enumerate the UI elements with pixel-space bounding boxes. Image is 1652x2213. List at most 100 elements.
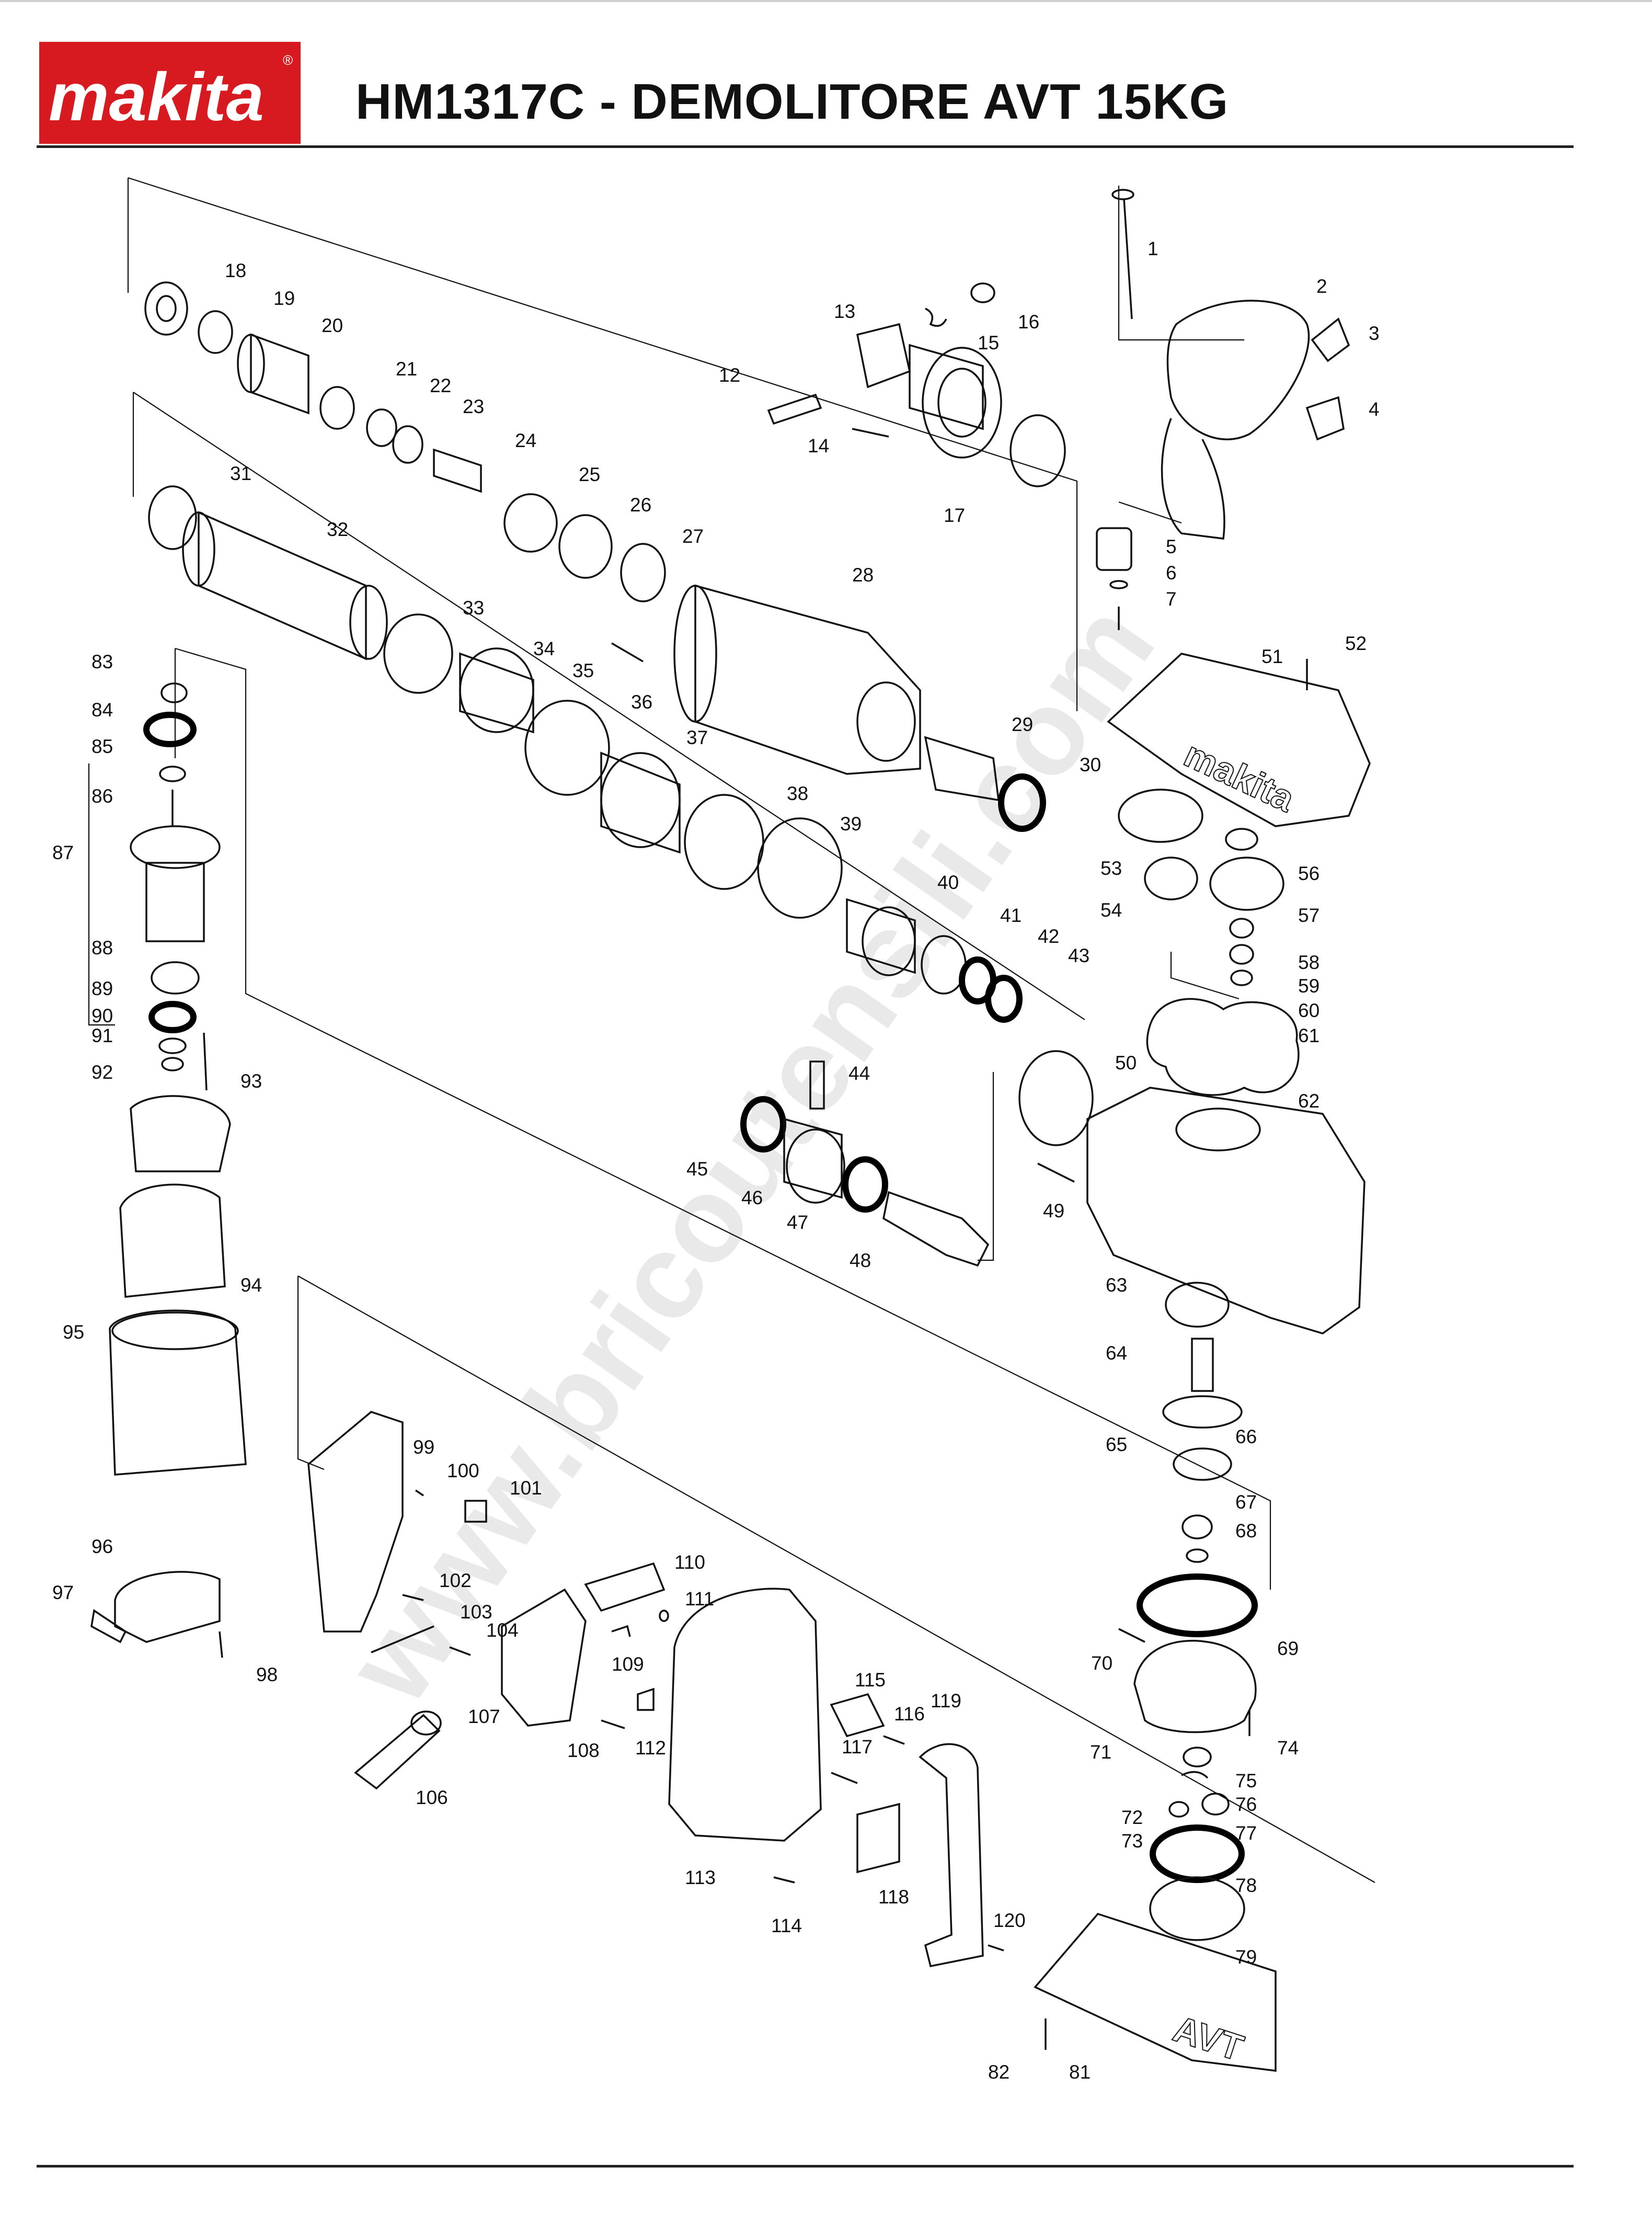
part-label-92: 92	[91, 1062, 113, 1083]
brush-holder-96	[114, 1571, 221, 1643]
piston-46	[783, 1117, 843, 1199]
motor-housing-95	[109, 1309, 247, 1476]
part-label-23: 23	[463, 396, 484, 417]
bearing-64	[1165, 1282, 1230, 1328]
registered-mark: ®	[283, 52, 293, 68]
switch-group	[307, 1411, 669, 1790]
part-label-33: 33	[463, 597, 484, 619]
part-label-5: 5	[1166, 536, 1177, 557]
logo-background	[39, 42, 301, 144]
part-label-114: 114	[771, 1915, 802, 1936]
part-label-35: 35	[572, 660, 594, 681]
part-label-14: 14	[808, 435, 829, 457]
cylinder-40-rim	[862, 906, 916, 976]
part-label-59: 59	[1298, 975, 1320, 997]
washer-56	[1225, 828, 1258, 851]
fan-86	[130, 825, 221, 869]
part-label-46: 46	[741, 1187, 763, 1208]
part-label-57: 57	[1298, 905, 1320, 926]
spring-111	[659, 1610, 669, 1622]
o-ring-17	[1009, 414, 1066, 487]
bearing-89	[148, 1001, 197, 1033]
crankcase-63	[1086, 1087, 1366, 1334]
lock-pin	[767, 393, 822, 425]
part-label-7: 7	[1166, 588, 1177, 610]
part-label-54: 54	[1100, 899, 1122, 921]
small-washer	[1109, 580, 1128, 589]
o-ring-78	[1150, 1824, 1245, 1883]
brush-97	[90, 1609, 127, 1644]
part-label-27: 27	[682, 526, 704, 547]
pin-44	[809, 1060, 825, 1110]
front-flange	[922, 347, 1002, 459]
bearing-67	[1181, 1514, 1213, 1539]
cord-guard-106-ring	[410, 1710, 442, 1736]
ring-31	[148, 485, 197, 550]
washer-60	[1230, 969, 1253, 986]
part-label-6: 6	[1166, 562, 1177, 584]
seal-27	[620, 543, 666, 602]
guide-line-lower-left	[297, 1276, 325, 1470]
striker-24	[433, 448, 482, 493]
guide-line-middle	[133, 392, 1085, 1020]
part-label-21: 21	[396, 358, 417, 380]
bearing-75	[1183, 1747, 1212, 1767]
seal-18-bore	[156, 295, 177, 322]
part-label-70: 70	[1091, 1652, 1112, 1674]
o-ring-45	[740, 1096, 786, 1153]
part-label-109: 109	[612, 1653, 644, 1675]
part-label-53: 53	[1100, 858, 1122, 879]
part-label-111: 111	[685, 1588, 714, 1610]
spring-39	[757, 817, 843, 919]
part-label-81: 81	[1069, 2061, 1091, 2083]
part-label-96: 96	[91, 1536, 113, 1557]
part-label-45: 45	[686, 1158, 708, 1180]
piston-46-rim	[786, 1128, 845, 1204]
part-label-24: 24	[515, 430, 536, 451]
part-label-75: 75	[1235, 1770, 1257, 1792]
label-118	[856, 1803, 900, 1874]
tool-holder-group	[767, 282, 1066, 487]
barrel-28-end	[673, 585, 717, 723]
part-label-30: 30	[1080, 754, 1101, 775]
part-label-3: 3	[1369, 323, 1380, 344]
gear-housing-71	[1133, 1639, 1257, 1733]
gear-53	[1118, 789, 1203, 843]
part-label-103: 103	[460, 1601, 492, 1623]
washer-77	[1201, 1793, 1230, 1816]
o-ring-23	[392, 425, 423, 464]
page-title: HM1317C - DEMOLITORE AVT 15KG	[355, 74, 1229, 130]
part-label-107: 107	[468, 1706, 500, 1727]
base-mark: AVT	[1168, 2008, 1248, 2069]
part-label-71: 71	[1090, 1741, 1111, 1763]
small-gear-group	[1096, 527, 1132, 630]
guide-line-lower	[297, 1275, 1375, 1883]
handle-lever	[1311, 317, 1350, 362]
crank-group	[740, 1050, 1094, 1267]
crankcase-cover-group: makita	[1107, 653, 1371, 1096]
pin-35	[611, 642, 644, 663]
bearing-83	[160, 682, 188, 703]
handle-nut	[1305, 396, 1345, 441]
plate-115	[830, 1693, 885, 1738]
screw-102	[402, 1594, 424, 1601]
part-label-38: 38	[787, 783, 808, 804]
part-label-25: 25	[579, 464, 600, 485]
part-label-118: 118	[878, 1886, 909, 1908]
gasket-62	[1146, 998, 1300, 1096]
part-label-29: 29	[1012, 714, 1033, 735]
part-label-119: 119	[931, 1690, 961, 1712]
part-label-12: 12	[719, 364, 740, 386]
part-label-101: 101	[510, 1477, 542, 1499]
small-gear	[1096, 527, 1132, 571]
washer-85	[159, 766, 186, 782]
spring	[925, 307, 947, 327]
side-handle-grip	[1161, 418, 1225, 540]
part-label-110: 110	[674, 1552, 705, 1573]
ring-33	[383, 613, 453, 694]
watermark: www.bricoutensili.com	[320, 579, 1179, 1726]
cord-guard-106	[354, 1714, 441, 1790]
makita-logo: makita ®	[39, 42, 301, 144]
